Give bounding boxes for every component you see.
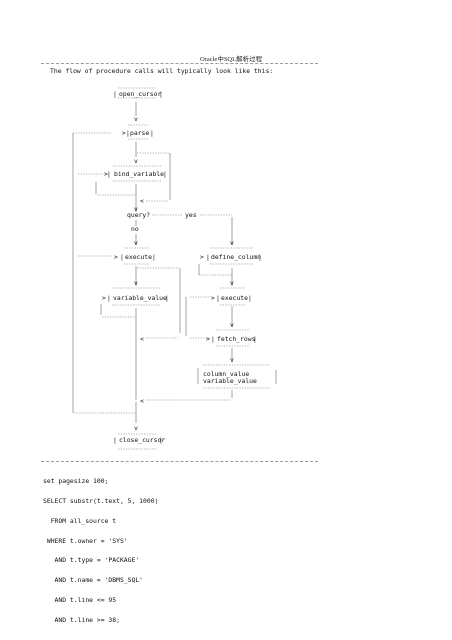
code-line: FROM all_source t <box>43 516 117 525</box>
intro-text: The flow of procedure calls will typical… <box>50 67 274 75</box>
arrow-down: v <box>134 157 138 165</box>
svg-text:|: | <box>253 335 257 343</box>
label-no: no <box>131 225 139 233</box>
arrow-right: > <box>122 129 126 137</box>
arrow-right: > <box>102 294 106 302</box>
arrow-down: v <box>134 205 138 213</box>
arrow-right: > <box>114 253 118 261</box>
arrow-right: > <box>200 253 204 261</box>
svg-text:|: | <box>150 129 154 137</box>
arrow-left: < <box>140 335 144 343</box>
code-line: SELECT substr(t.text, 5, 1000) <box>43 496 159 505</box>
node-bind-variable: bind_variable <box>114 170 164 178</box>
svg-text:|: | <box>159 90 163 98</box>
page-title: Oracle中SQL解析过程 <box>200 56 263 63</box>
node-close-cursor: close_cursor <box>119 436 165 444</box>
arrow-down: v <box>134 115 138 123</box>
svg-text:|: | <box>107 170 111 178</box>
svg-text:|: | <box>258 253 262 261</box>
arrow-right: > <box>104 170 108 178</box>
code-line: WHERE t.owner = 'SYS' <box>43 536 128 545</box>
flow-lines <box>72 87 277 450</box>
arrow-down: v <box>230 279 234 287</box>
node-fetch-rows: fetch_rows <box>217 335 256 343</box>
node-labels: open_cursor parse bind_variable query? y… <box>113 90 261 444</box>
box-sides: | | | | | | | | | | | | | | | | | | <box>107 90 262 444</box>
svg-text:|: | <box>206 253 210 261</box>
bottom-divider <box>41 461 318 462</box>
svg-text:|: | <box>113 436 117 444</box>
sql-code-block: set pagesize 100; SELECT substr(t.text, … <box>43 465 158 636</box>
arrow-down: v <box>134 279 138 287</box>
arrow-down: v <box>134 239 138 247</box>
procedure-flow-diagram: | | | | | | | | | | | | | | | | | | v > v > < v v… <box>72 87 277 450</box>
node-variable-value-right: variable_value <box>203 377 257 385</box>
arrow-down: v <box>134 424 138 432</box>
node-execute-left: execute <box>125 253 152 261</box>
node-variable-value: variable_value <box>113 294 167 302</box>
node-open-cursor: open_cursor <box>119 90 161 98</box>
node-define-column: define_column <box>211 253 261 261</box>
code-line: AND t.line <= 95 <box>43 595 117 604</box>
arrow-down: v <box>230 239 234 247</box>
svg-text:|: | <box>216 294 220 302</box>
code-line: set pagesize 100; <box>43 477 109 486</box>
label-yes: yes <box>185 211 197 219</box>
svg-text:|: | <box>107 294 111 302</box>
arrow-heads: v > v > < v v v > > v v > > v < > v < v <box>102 115 234 432</box>
code-line: AND t.line >= 38; <box>43 615 120 624</box>
arrow-down: v <box>230 356 234 364</box>
node-column-value: column_value <box>203 370 249 378</box>
code-line: AND t.type = 'PACKAGE' <box>43 556 140 565</box>
svg-text:|: | <box>152 253 156 261</box>
top-divider <box>41 63 318 64</box>
node-query: query? <box>127 211 150 219</box>
svg-text:|: | <box>120 253 124 261</box>
svg-text:|: | <box>211 335 215 343</box>
svg-text:|: | <box>165 294 169 302</box>
svg-text:|: | <box>126 129 130 137</box>
node-execute-right: execute <box>221 294 248 302</box>
svg-text:|: | <box>113 90 117 98</box>
svg-text:|: | <box>248 294 252 302</box>
arrow-down: v <box>230 321 234 329</box>
svg-text:|: | <box>159 436 163 444</box>
arrow-right: > <box>211 294 215 302</box>
arrow-left: < <box>140 397 144 405</box>
code-line: AND t.name = 'DBMS_SQL' <box>43 576 144 585</box>
node-parse: parse <box>130 129 149 137</box>
arrow-right: > <box>206 335 210 343</box>
arrow-left: < <box>140 197 144 205</box>
svg-text:|: | <box>163 170 167 178</box>
